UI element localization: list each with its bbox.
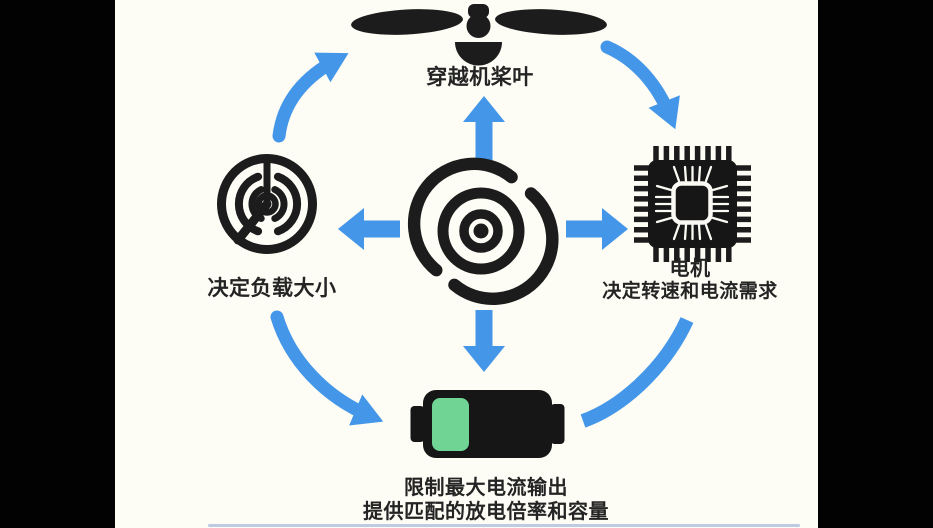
battery-label-line1: 限制最大电流输出	[404, 477, 568, 499]
propeller-label: 穿越机桨叶	[426, 66, 534, 89]
arrow-center-left-icon	[338, 208, 400, 250]
arrow-center-up-icon	[463, 96, 505, 162]
gauge-icon	[217, 154, 317, 254]
bottom-progress-line	[208, 524, 800, 527]
load-label: 决定负载大小	[207, 277, 337, 300]
battery-level-indicator	[432, 398, 469, 451]
propeller-icon	[351, 4, 607, 66]
arrow-center-right-icon	[566, 208, 628, 250]
motor-name-label: 电机	[669, 258, 711, 280]
motor-description-label: 决定转速和电流需求	[602, 281, 778, 302]
arrow-load-to-propeller-icon	[272, 52, 349, 143]
arrow-propeller-to-motor-icon	[600, 40, 680, 130]
chip-icon	[634, 146, 751, 262]
battery-icon	[410, 390, 565, 458]
battery-label-line2: 提供匹配的放电倍率和容量	[363, 501, 609, 523]
arrow-load-to-battery-icon	[270, 310, 384, 426]
curve-battery-to-motor-icon	[580, 317, 694, 428]
motor-coil-icon	[408, 157, 559, 305]
arrow-center-down-icon	[463, 310, 505, 372]
